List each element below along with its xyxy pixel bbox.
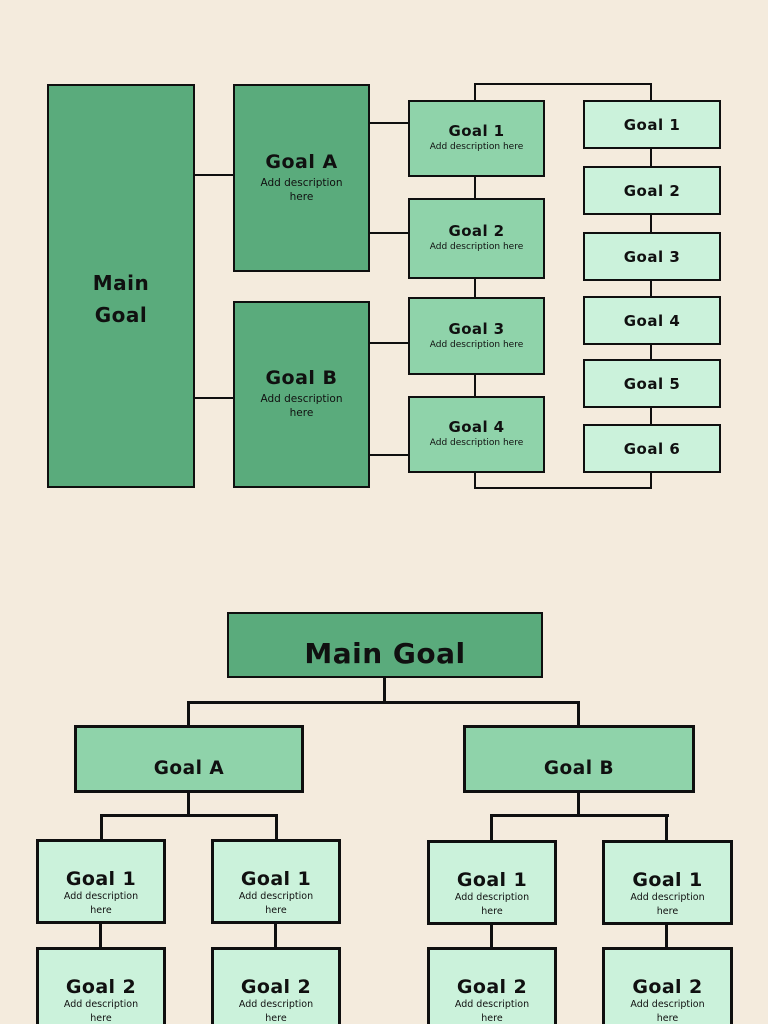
goal-title: Goal 4 (448, 418, 505, 437)
mid-goal-node: Goal 1 Add description here (408, 100, 545, 177)
connector-line (370, 232, 408, 234)
end-goal-node: Goal 2 (583, 166, 721, 215)
goal-description: Add description here (238, 998, 314, 1024)
goal-title: Goal 3 (448, 319, 505, 338)
goal-b-node: Goal B (463, 725, 695, 793)
connector-line (187, 793, 190, 817)
sub-goal-node: Goal 2 Add description here (602, 947, 733, 1024)
sub-goal-node: Goal 1 Add description here (211, 839, 341, 924)
connector-line (474, 487, 652, 489)
connector-line (490, 814, 669, 817)
goal-title: Goal 2 (65, 975, 137, 998)
connector-line (370, 454, 408, 456)
goal-description: Add description here (454, 998, 530, 1024)
sub-goal-node: Goal 2 Add description here (427, 947, 557, 1024)
goal-title: Goal 4 (623, 311, 681, 330)
goal-description: Add description here (260, 393, 343, 420)
goal-description: Add description here (429, 142, 524, 153)
goal-a-node: Goal A (74, 725, 304, 793)
sub-goal-node: Goal 1 Add description here (602, 840, 733, 925)
goal-description: Add description here (238, 890, 314, 916)
goal-title: Goal 2 (448, 222, 505, 241)
connector-line (187, 701, 580, 704)
connector-line (650, 344, 652, 360)
goal-title: Goal 1 (632, 868, 703, 891)
goal-title: Goal 1 (623, 115, 681, 134)
sub-goal-node: Goal 1 Add description here (36, 839, 166, 924)
connector-line (474, 177, 476, 199)
connector-line (650, 472, 652, 489)
goal-description: Add description here (454, 891, 530, 917)
sub-goal-node: Goal 1 Add description here (427, 840, 557, 925)
goal-title: Goal (94, 303, 148, 327)
connector-line (474, 83, 476, 101)
connector-line (187, 701, 190, 725)
main-goal-node: Main Goal (227, 612, 543, 678)
goal-title: Goal 1 (448, 122, 505, 141)
connector-line (650, 83, 652, 101)
connector-line (577, 701, 580, 725)
goal-description: Add description here (429, 438, 524, 449)
connector-line (474, 472, 476, 489)
connector-line (490, 925, 493, 947)
connector-line (650, 280, 652, 297)
connector-line (99, 924, 102, 947)
connector-line (195, 397, 233, 399)
goal-title: Goal B (543, 757, 615, 779)
end-goal-node: Goal 1 (583, 100, 721, 149)
end-goal-node: Goal 6 (583, 424, 721, 473)
connector-line (275, 814, 278, 839)
goal-title: Goal 2 (623, 181, 681, 200)
connector-line (577, 793, 580, 817)
connector-line (100, 814, 278, 817)
sub-goal-node: Goal 2 Add description here (36, 947, 166, 1024)
goal-title: Goal 2 (632, 975, 703, 998)
goal-title: Goal 2 (240, 975, 312, 998)
goal-title: Goal 6 (623, 439, 681, 458)
connector-line (370, 122, 408, 124)
main-goal-node: Main Goal (47, 84, 195, 488)
goal-title: Goal 1 (65, 867, 137, 890)
connector-line (650, 407, 652, 425)
connector-line (383, 678, 386, 704)
end-goal-node: Goal 5 (583, 359, 721, 408)
connector-line (370, 342, 408, 344)
connector-line (474, 374, 476, 397)
goal-description: Add description here (429, 242, 524, 253)
connector-line (665, 814, 668, 840)
goal-title: Goal 3 (623, 247, 681, 266)
goal-b-node: Goal B Add description here (233, 301, 370, 488)
mid-goal-node: Goal 2 Add description here (408, 198, 545, 279)
goal-title: Main Goal (304, 636, 466, 670)
connector-line (195, 174, 233, 176)
goal-title: Goal 1 (240, 867, 312, 890)
end-goal-node: Goal 3 (583, 232, 721, 281)
connector-line (665, 925, 668, 947)
connector-line (650, 149, 652, 167)
goal-description: Add description here (63, 890, 139, 916)
goal-description: Add description here (260, 176, 343, 203)
connector-line (474, 83, 652, 85)
connector-line (650, 214, 652, 233)
mid-goal-node: Goal 3 Add description here (408, 297, 545, 375)
mid-goal-node: Goal 4 Add description here (408, 396, 545, 473)
goal-title: Goal 2 (456, 975, 528, 998)
connector-line (474, 278, 476, 298)
goal-description: Add description here (429, 339, 524, 350)
goal-description: Add description here (630, 998, 705, 1024)
goal-description: Add description here (630, 891, 705, 917)
goal-title: Goal 5 (623, 374, 681, 393)
connector-line (274, 924, 277, 947)
end-goal-node: Goal 4 (583, 296, 721, 345)
sub-goal-node: Goal 2 Add description here (211, 947, 341, 1024)
goal-title: Goal A (265, 150, 338, 173)
goal-title: Main (92, 271, 150, 295)
goal-description: Add description here (63, 998, 139, 1024)
goal-title: Goal B (265, 367, 338, 390)
goal-a-node: Goal A Add description here (233, 84, 370, 272)
connector-line (490, 814, 493, 840)
goal-title: Goal A (153, 757, 225, 779)
connector-line (100, 814, 103, 839)
goal-title: Goal 1 (456, 868, 528, 891)
